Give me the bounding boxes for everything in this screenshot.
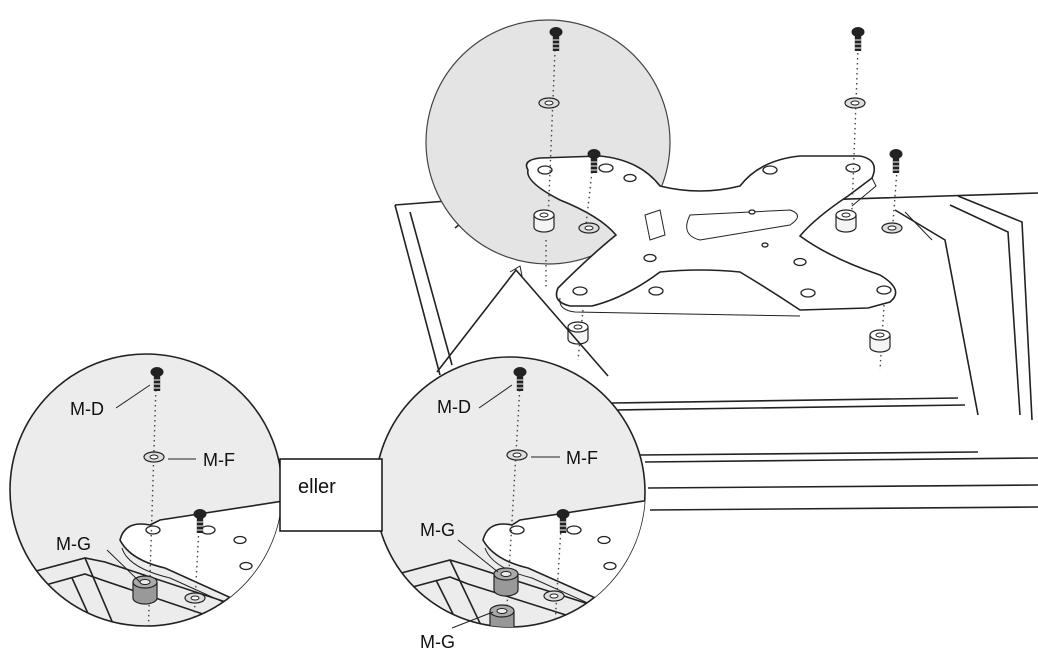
left-detail-circle: M-D M-F M-G [9,353,283,627]
label-mf-left: M-F [203,450,235,470]
label-md-left: M-D [70,399,104,419]
screw-icon [851,26,865,52]
callout-pointer [436,265,609,377]
spacer-icon [533,209,555,233]
washer-icon [543,590,565,602]
label-mg-right-top: M-G [420,520,455,540]
spacer-icon [132,575,158,605]
washer-icon [143,451,165,463]
washer-icon [184,592,206,604]
spacer-icon [869,329,891,353]
washer-icon [881,222,903,234]
main-hardware [533,26,903,371]
label-mf-right: M-F [566,448,598,468]
or-box: eller [279,458,383,532]
washer-icon [538,97,560,109]
washer-icon [578,222,600,234]
washer-icon [506,449,528,461]
spacer-icon [835,209,857,233]
label-md-right: M-D [437,397,471,417]
right-detail-circle: M-D M-F M-G M-G [374,356,646,652]
or-label: eller [298,476,336,498]
vesa-plate [525,155,897,317]
spacer-icon [489,604,515,627]
washer-icon [844,97,866,109]
screw-icon [889,148,903,174]
label-mg-left: M-G [56,534,91,554]
label-mg-right-bottom: M-G [420,632,455,652]
